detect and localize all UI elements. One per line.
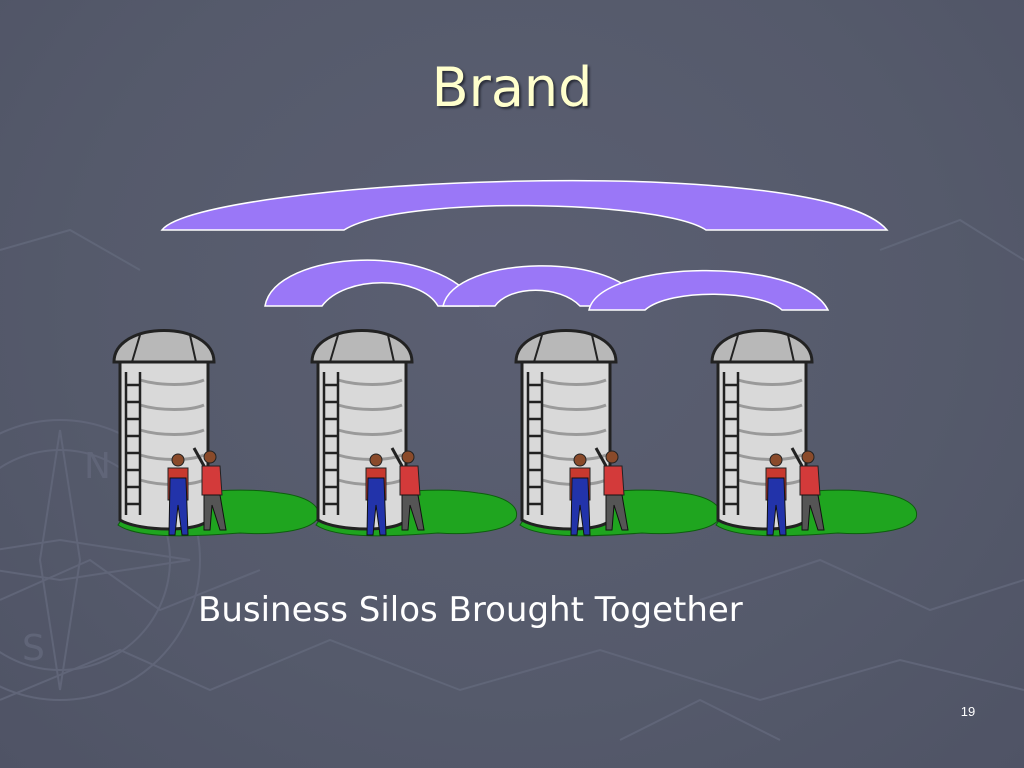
compass-s-mark: S xyxy=(22,628,45,669)
silo-2 xyxy=(310,329,519,538)
silo-1 xyxy=(112,329,321,538)
silo-4 xyxy=(710,329,919,538)
slide-title: Brand xyxy=(431,56,593,119)
page-number: 19 xyxy=(960,704,976,719)
silo-3 xyxy=(514,329,723,538)
silo-link-arch-3 xyxy=(588,269,830,311)
compass-n-mark: N xyxy=(84,446,111,487)
brand-umbrella-arch xyxy=(160,179,889,231)
slide-caption: Business Silos Brought Together xyxy=(198,590,743,630)
